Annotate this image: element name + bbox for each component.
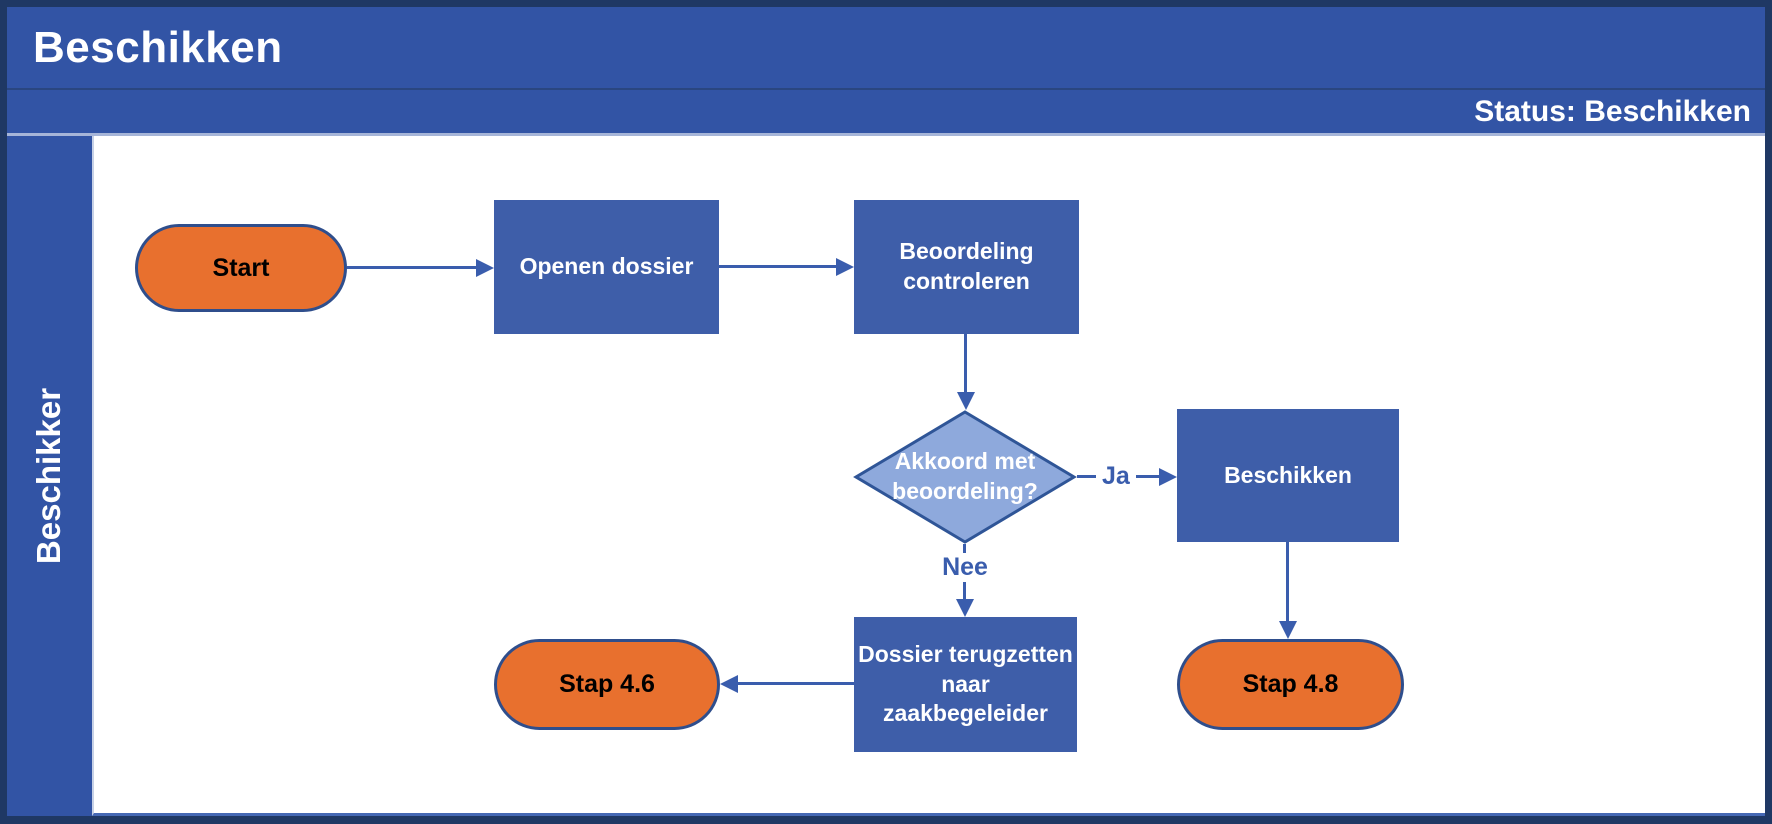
swimlane-row: Beschikker Start Openen dossier Beoordel… [7,136,1765,816]
arrowhead-left-icon [720,675,738,693]
arrow-start-to-open [347,259,494,277]
process-beschikken-label: Beschikken [1224,461,1352,488]
arrowhead-right-icon [836,258,854,276]
process-review-check-label: Beoordeling controleren [899,238,1034,294]
edge-label-ja: Ja [1096,462,1136,491]
status-label: Status: Beschikken [1474,94,1751,128]
title-bar: Beschikken [7,7,1765,90]
edge-label-nee: Nee [932,553,998,582]
process-return-dossier-label: Dossier terugzetten naar zaakbegeleider [858,640,1073,727]
arrowhead-down-icon [956,599,974,617]
terminator-stap-48: Stap 4.8 [1177,639,1404,730]
process-open-dossier: Openen dossier [494,200,719,334]
terminator-stap-48-label: Stap 4.8 [1242,670,1339,698]
swimlane-label: Beschikker [30,387,68,565]
arrowhead-right-icon [476,259,494,277]
start-terminator-label: Start [212,253,270,282]
start-terminator: Start [135,224,347,312]
arrow-return-to-stap46 [720,675,854,693]
decision-akkoord-label: Akkoord met beoordeling? [892,448,1038,504]
swimlane-header: Beschikker [7,136,92,816]
arrow-shaft [1286,542,1289,624]
process-beschikken: Beschikken [1177,409,1399,542]
terminator-stap-46-label: Stap 4.6 [559,670,655,698]
flowchart-canvas: Start Openen dossier Beoordeling control… [92,136,1765,816]
process-review-check: Beoordeling controleren [854,200,1079,334]
decision-akkoord: Akkoord met beoordeling? [853,410,1077,544]
arrow-shaft [347,266,479,269]
arrowhead-down-icon [1279,621,1297,639]
arrowhead-right-icon [1159,468,1177,486]
arrow-shaft [735,682,854,685]
arrow-open-to-review [719,258,854,276]
arrow-shaft [719,265,839,268]
arrow-review-to-decision [957,334,975,410]
process-return-dossier: Dossier terugzetten naar zaakbegeleider [854,617,1077,752]
arrowhead-down-icon [957,392,975,410]
status-bar: Status: Beschikken [7,90,1765,136]
arrow-beschikken-to-stap48 [1279,542,1297,639]
page-title: Beschikken [33,22,283,72]
terminator-stap-46: Stap 4.6 [494,639,720,730]
decision-diamond-shape [853,410,1077,544]
process-open-dossier-label: Openen dossier [519,253,694,280]
arrow-shaft [964,334,967,395]
